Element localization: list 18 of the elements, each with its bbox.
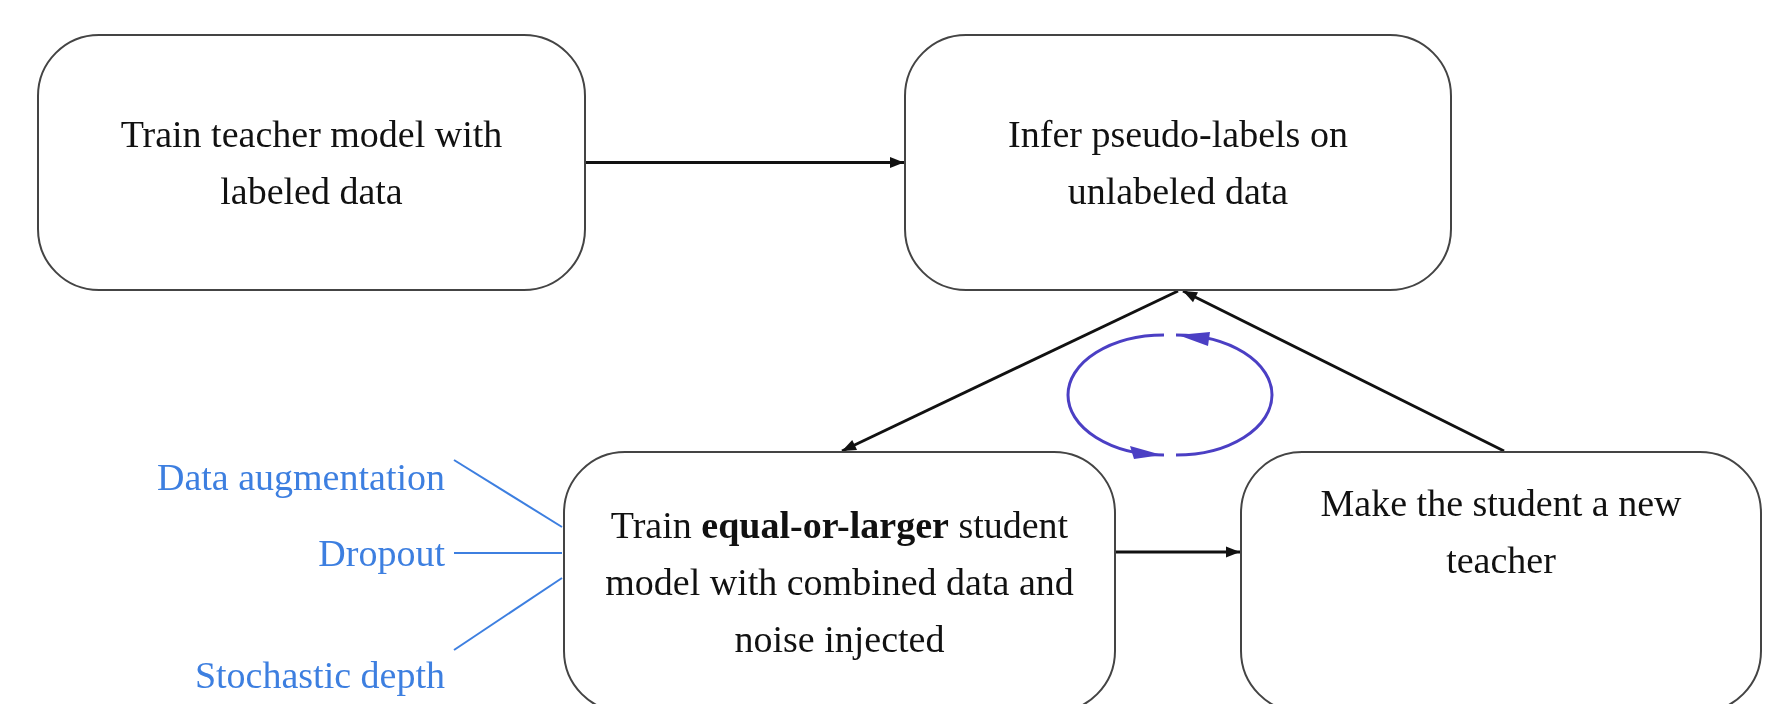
- process-box: [563, 451, 1116, 704]
- box-label: Make the student a new teacher: [1319, 481, 1683, 583]
- noise-label: Dropout: [318, 531, 445, 575]
- arrow: [586, 156, 904, 169]
- box-label: Train equal-or-larger student model with combined data and noise injected: [604, 502, 1075, 662]
- arrow: [1116, 546, 1240, 558]
- arrow: [841, 289, 1179, 453]
- process-box: [1240, 451, 1762, 704]
- arrow: [1182, 289, 1505, 453]
- leader-line: [453, 552, 563, 554]
- process-box: [37, 34, 586, 291]
- leader-line: [453, 459, 563, 528]
- box-label: Train teacher model with labeled data: [119, 111, 504, 214]
- leader-line: [453, 577, 563, 651]
- noise-label: Stochastic depth: [194, 653, 445, 697]
- box-label: Infer pseudo-labels on unlabeled data: [1007, 111, 1349, 214]
- noise-label: Data augmentation: [156, 455, 445, 499]
- process-box: [904, 34, 1452, 291]
